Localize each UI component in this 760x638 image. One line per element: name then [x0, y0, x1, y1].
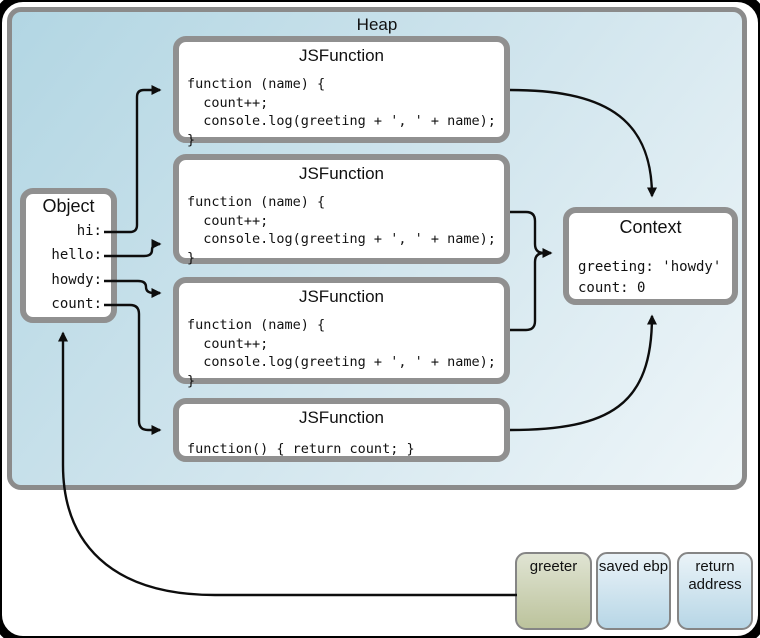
- jsfunction-2-code: function (name) { count++; console.log(g…: [187, 194, 496, 266]
- stack-frame-return-address-label: return address: [688, 558, 742, 593]
- context-box-content: greeting: 'howdy'count: 0: [578, 259, 722, 296]
- object-field-count: count:: [51, 296, 102, 312]
- jsfunction-box-2: JSFunction function (name) { count++; co…: [173, 154, 510, 266]
- jsfunction-3-title: JSFunction: [298, 287, 385, 306]
- object-field-hi: hi:: [76, 223, 102, 239]
- jsfunction-1-code: function (name) { count++; console.log(g…: [187, 76, 496, 148]
- object-field-howdy: howdy:: [51, 272, 102, 288]
- heap-title: Heap: [356, 15, 398, 34]
- jsfunction-4-title: JSFunction: [298, 408, 385, 427]
- jsfunction-4-code: function() { return count; }: [187, 441, 415, 457]
- jsfunction-2-title: JSFunction: [298, 164, 385, 183]
- jsfunction-1-title: JSFunction: [298, 46, 385, 65]
- jsfunction-box-1: JSFunction function (name) { count++; co…: [173, 36, 510, 148]
- stack-frame-saved-ebp: saved ebp: [596, 552, 671, 630]
- stack-frame-greeter: greeter: [515, 552, 592, 630]
- object-box: Object hi: hello: howdy: count:: [20, 188, 117, 323]
- context-box-title: Context: [619, 217, 682, 237]
- jsfunction-3-code: function (name) { count++; console.log(g…: [187, 317, 496, 389]
- object-box-title: Object: [42, 196, 95, 216]
- object-field-hello: hello:: [51, 247, 102, 263]
- stack-frame-return-address: return address: [677, 552, 753, 630]
- stack-frame-greeter-label: greeter: [529, 558, 578, 575]
- jsfunction-box-4: JSFunction function() { return count; }: [173, 398, 510, 462]
- context-box: Context greeting: 'howdy'count: 0: [563, 207, 738, 305]
- jsfunction-box-3: JSFunction function (name) { count++; co…: [173, 277, 510, 389]
- stack-frame-saved-ebp-label: saved ebp: [598, 558, 669, 575]
